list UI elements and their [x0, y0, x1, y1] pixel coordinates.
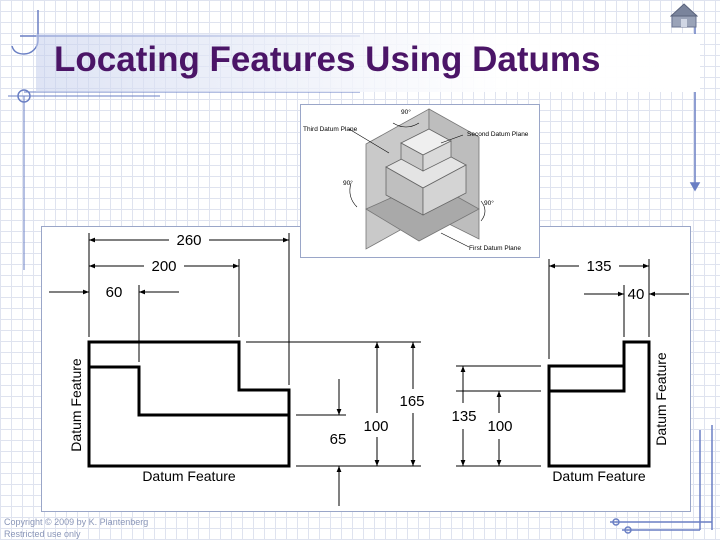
dim-200: 200	[151, 258, 176, 275]
datum-feature-left-bottom: Datum Feature	[142, 468, 236, 484]
slide-title: Locating Features Using Datums	[54, 40, 601, 79]
third-datum-plane-label: Third Datum Plane	[303, 126, 358, 133]
copyright-line-1: Copyright © 2009 by K. Plantenberg	[4, 517, 149, 527]
copyright-line-2: Restricted use only	[4, 529, 81, 539]
isometric-datum-planes: Third Datum Plane Second Datum Plane Fir…	[303, 108, 529, 252]
second-datum-plane-label: Second Datum Plane	[467, 131, 529, 138]
dim-260: 260	[176, 232, 201, 249]
first-datum-plane-label: First Datum Plane	[469, 245, 521, 252]
dim-65: 65	[330, 431, 347, 448]
angle-right-label: 90°	[484, 199, 494, 207]
dim-135-top: 135	[586, 258, 611, 275]
datum-feature-right-bottom: Datum Feature	[552, 468, 646, 484]
orthographic-drawing-panel: 260 200 60 165 100 65 135 100 135 40 Dat…	[41, 226, 691, 512]
title-band	[36, 34, 700, 92]
copyright-notice: Copyright © 2009 by K. Plantenberg Restr…	[4, 516, 148, 540]
home-icon[interactable]	[670, 2, 698, 28]
angle-left-label: 90°	[343, 179, 353, 187]
right-part-outline	[547, 340, 651, 468]
datum-feature-right-vertical: Datum Feature	[653, 352, 669, 446]
right-step-line	[549, 366, 626, 393]
left-step-line	[89, 365, 289, 417]
dim-100-left: 100	[363, 418, 388, 435]
dim-60: 60	[106, 284, 123, 301]
orthographic-drawing: 260 200 60 165 100 65 135 100 135 40 Dat…	[49, 232, 689, 506]
left-part-outline	[87, 340, 291, 468]
dim-100-right: 100	[487, 418, 512, 435]
angle-top-label: 90°	[401, 108, 411, 116]
dim-40: 40	[628, 286, 645, 303]
datum-feature-left-vertical: Datum Feature	[68, 358, 84, 452]
dim-135-vertical: 135	[451, 408, 476, 425]
dim-165: 165	[399, 393, 424, 410]
isometric-inset: Third Datum Plane Second Datum Plane Fir…	[300, 104, 540, 258]
